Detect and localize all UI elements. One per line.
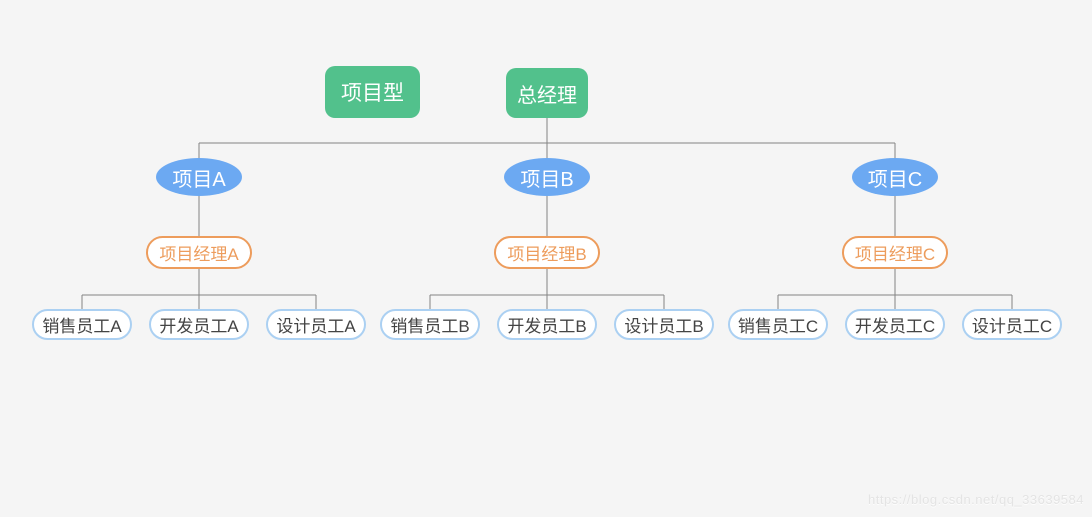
dev-employee-c-text: 开发员工C <box>854 317 936 336</box>
node-dev-employee-a: 开发员工A <box>149 309 249 340</box>
design-employee-c-text: 设计员工C <box>971 317 1053 336</box>
node-project-manager-b: 项目经理B <box>494 236 600 269</box>
project-manager-a-text: 项目经理A <box>159 245 239 264</box>
project-a-text: 项目A <box>172 168 226 191</box>
watermark-url: https://blog.csdn.net/qq_33639584 <box>868 492 1084 507</box>
design-employee-a-text: 设计员工A <box>276 317 356 336</box>
project-manager-b-text: 项目经理B <box>507 245 587 264</box>
node-project-manager-c: 项目经理C <box>842 236 948 269</box>
node-project-c: 项目C <box>852 158 938 196</box>
node-design-employee-c: 设计员工C <box>962 309 1062 340</box>
project-manager-c-text: 项目经理C <box>854 245 936 264</box>
project-c-text: 项目C <box>867 168 923 191</box>
design-employee-b-text: 设计员工B <box>624 317 704 336</box>
dev-employee-a-text: 开发员工A <box>159 317 239 336</box>
node-sales-employee-c: 销售员工C <box>728 309 828 340</box>
node-project-b: 项目B <box>504 158 590 196</box>
node-project-a: 项目A <box>156 158 242 196</box>
project-b-text: 项目B <box>520 168 574 191</box>
node-design-employee-a: 设计员工A <box>266 309 366 340</box>
sales-employee-b-text: 销售员工B <box>390 317 470 336</box>
node-sales-employee-a: 销售员工A <box>32 309 132 340</box>
sales-employee-a-text: 销售员工A <box>42 317 122 336</box>
sales-employee-c-text: 销售员工C <box>737 317 819 336</box>
org-type-text: 项目型 <box>341 82 404 105</box>
node-dev-employee-b: 开发员工B <box>497 309 597 340</box>
node-sales-employee-b: 销售员工B <box>380 309 480 340</box>
node-general-manager: 总经理 <box>506 68 588 118</box>
node-project-manager-a: 项目经理A <box>146 236 252 269</box>
node-design-employee-b: 设计员工B <box>614 309 714 340</box>
node-dev-employee-c: 开发员工C <box>845 309 945 340</box>
dev-employee-b-text: 开发员工B <box>507 317 587 336</box>
general-manager-text: 总经理 <box>517 84 577 107</box>
node-org-type-label: 项目型 <box>325 66 420 118</box>
